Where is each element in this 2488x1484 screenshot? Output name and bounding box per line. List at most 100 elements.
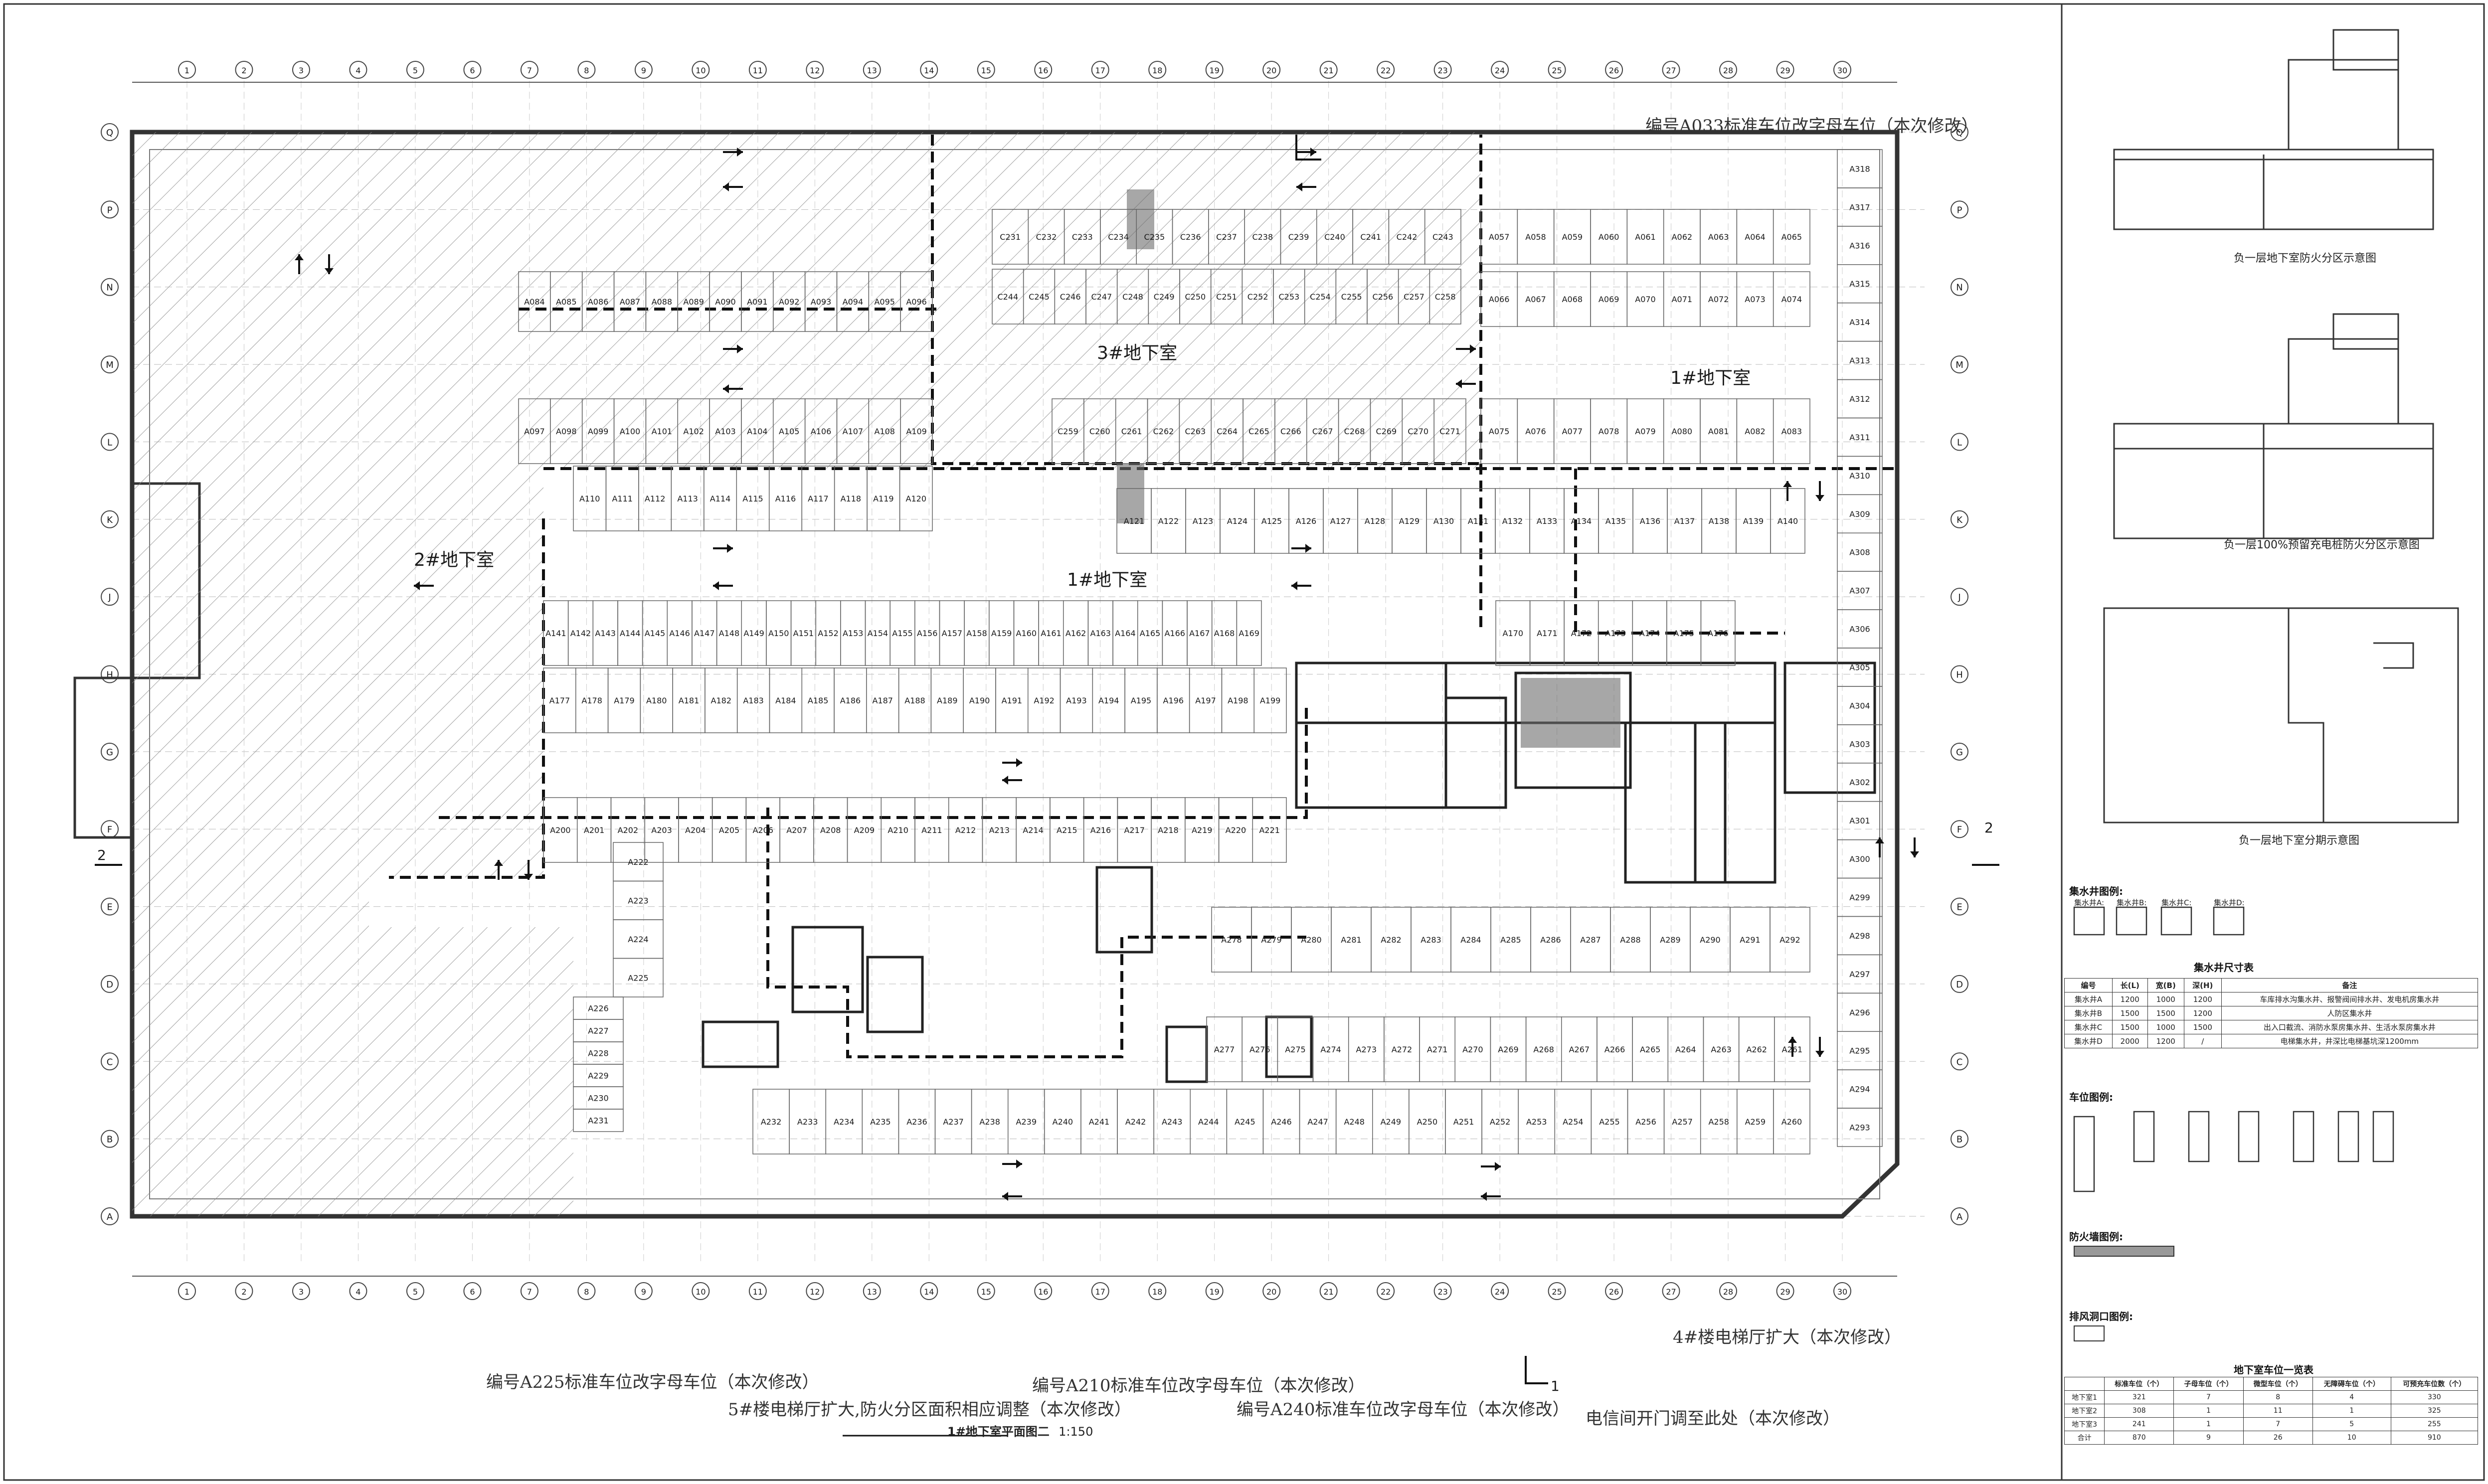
stall-label: A062 [1672,232,1692,242]
axis-bubble [1951,742,1968,761]
stall-label: A100 [620,427,640,436]
stall-label: A138 [1709,516,1729,526]
stall-label: A287 [1580,935,1600,945]
table-cell: 1200 [2147,1034,2184,1048]
stall-label: A096 [906,297,926,307]
axis-label: H [1956,670,1963,680]
stall-label: A227 [588,1026,608,1036]
table-cell: 870 [2104,1431,2174,1445]
axis-bubble [349,1282,367,1300]
axis-label: 17 [1095,66,1105,75]
table-header-cell: 标准车位（个） [2104,1377,2174,1391]
axis-label: 15 [981,66,991,75]
stall-label: A143 [595,629,615,638]
stall-label: A089 [683,297,704,307]
parking-stall [613,958,664,997]
stall-label: A158 [966,629,987,638]
stall-label: A072 [1708,295,1729,304]
table-cell: 电梯集水井，井深比电梯基坑深1200mm [2221,1034,2479,1048]
axis-bubble [1262,1282,1281,1300]
stall-label: A253 [1526,1117,1547,1127]
basement-label-b2: 2#地下室 [414,550,494,570]
stall-label: A308 [1849,548,1870,557]
stall-label: A082 [1745,427,1765,436]
table-cell: 1 [2312,1404,2391,1418]
exhaust-glyph [2074,1325,2105,1341]
core-rooms [702,661,1876,1083]
arrow-head [1875,837,1884,843]
table-cell: 241 [2104,1417,2174,1431]
stall-label: A311 [1849,433,1870,442]
stall-label: A255 [1599,1117,1619,1127]
stall-label: A249 [1381,1117,1401,1127]
stall-label: A291 [1740,935,1760,945]
stall-label: A180 [646,696,667,705]
table-header-row: 标准车位（个）子母车位（个）微型车位（个）无障碍车位（个）可预充车位数（个） [2064,1377,2479,1391]
stall-label: A184 [775,696,796,705]
stall-label: A299 [1849,893,1870,902]
axis-label: 5 [413,66,418,75]
axis-bubble [1034,61,1053,79]
axis-bubble [1951,588,1968,606]
axis-bubble [863,1282,881,1300]
stall-label: A218 [1158,825,1178,835]
stall-label: A078 [1599,427,1619,436]
parking-stall [899,466,933,531]
axis-label: 3 [299,66,304,75]
stall-label: A293 [1849,1123,1870,1133]
stall-label: A094 [843,297,863,307]
stall-label: A305 [1849,662,1870,672]
stall-label: A225 [628,973,648,983]
stall-label: A108 [874,427,894,436]
stall-label: C253 [1278,292,1299,302]
summary-title: 地下室车位一览表 [2234,1364,2313,1376]
axis-bubble [235,1282,253,1300]
stall-label: C245 [1029,292,1050,302]
axis-label: 26 [1609,66,1619,75]
stall-label: A216 [1090,825,1111,835]
stall-label: A122 [1158,516,1179,526]
stall-label: A271 [1427,1045,1447,1054]
axis-bubble [101,1207,119,1225]
stall-label: A224 [628,935,648,944]
stall-label: A245 [1235,1117,1255,1127]
stall-label: C242 [1397,232,1418,242]
axis-label: 2 [241,66,246,75]
stall-label: A162 [1066,629,1086,638]
axis-bubble [806,61,824,79]
stall-label: A095 [874,297,894,307]
stall-label: A290 [1700,935,1720,945]
axis-label: 21 [1323,1287,1333,1297]
axis-bubble [577,61,596,79]
stall-label: A129 [1399,516,1420,526]
arrow-head [1783,481,1792,487]
stall-label: A084 [524,297,544,307]
table-cell: 2000 [2112,1034,2148,1048]
stall-label: C251 [1216,292,1237,302]
axis-label: 27 [1666,1287,1676,1297]
stall-label: A066 [1489,295,1509,304]
stall-label: A222 [628,857,648,867]
stall-label: A300 [1849,854,1870,864]
sump-item-d: 集水井D: [2214,898,2245,907]
stall-label: A265 [1640,1045,1660,1054]
axis-bubble [101,588,119,606]
stall-label: A295 [1849,1046,1870,1056]
axis-label: K [1956,515,1963,525]
arrow-head [325,268,334,274]
axis-bubble [692,1282,710,1300]
table-cell: 人防区集水井 [2221,1006,2479,1020]
stall-label: A097 [524,427,544,436]
stall-label: A285 [1500,935,1521,945]
axis-label: G [1956,747,1963,758]
stall-label: A301 [1849,816,1870,825]
arrow-head [1470,344,1476,353]
stall-label: C270 [1408,427,1428,436]
stall-label: A083 [1781,427,1802,436]
parking-stall [1773,271,1810,327]
table-header-cell: 子母车位（个） [2173,1377,2244,1391]
stall-label: A213 [989,825,1010,835]
stall-label: A199 [1260,696,1280,705]
stall-label: A315 [1849,279,1870,289]
